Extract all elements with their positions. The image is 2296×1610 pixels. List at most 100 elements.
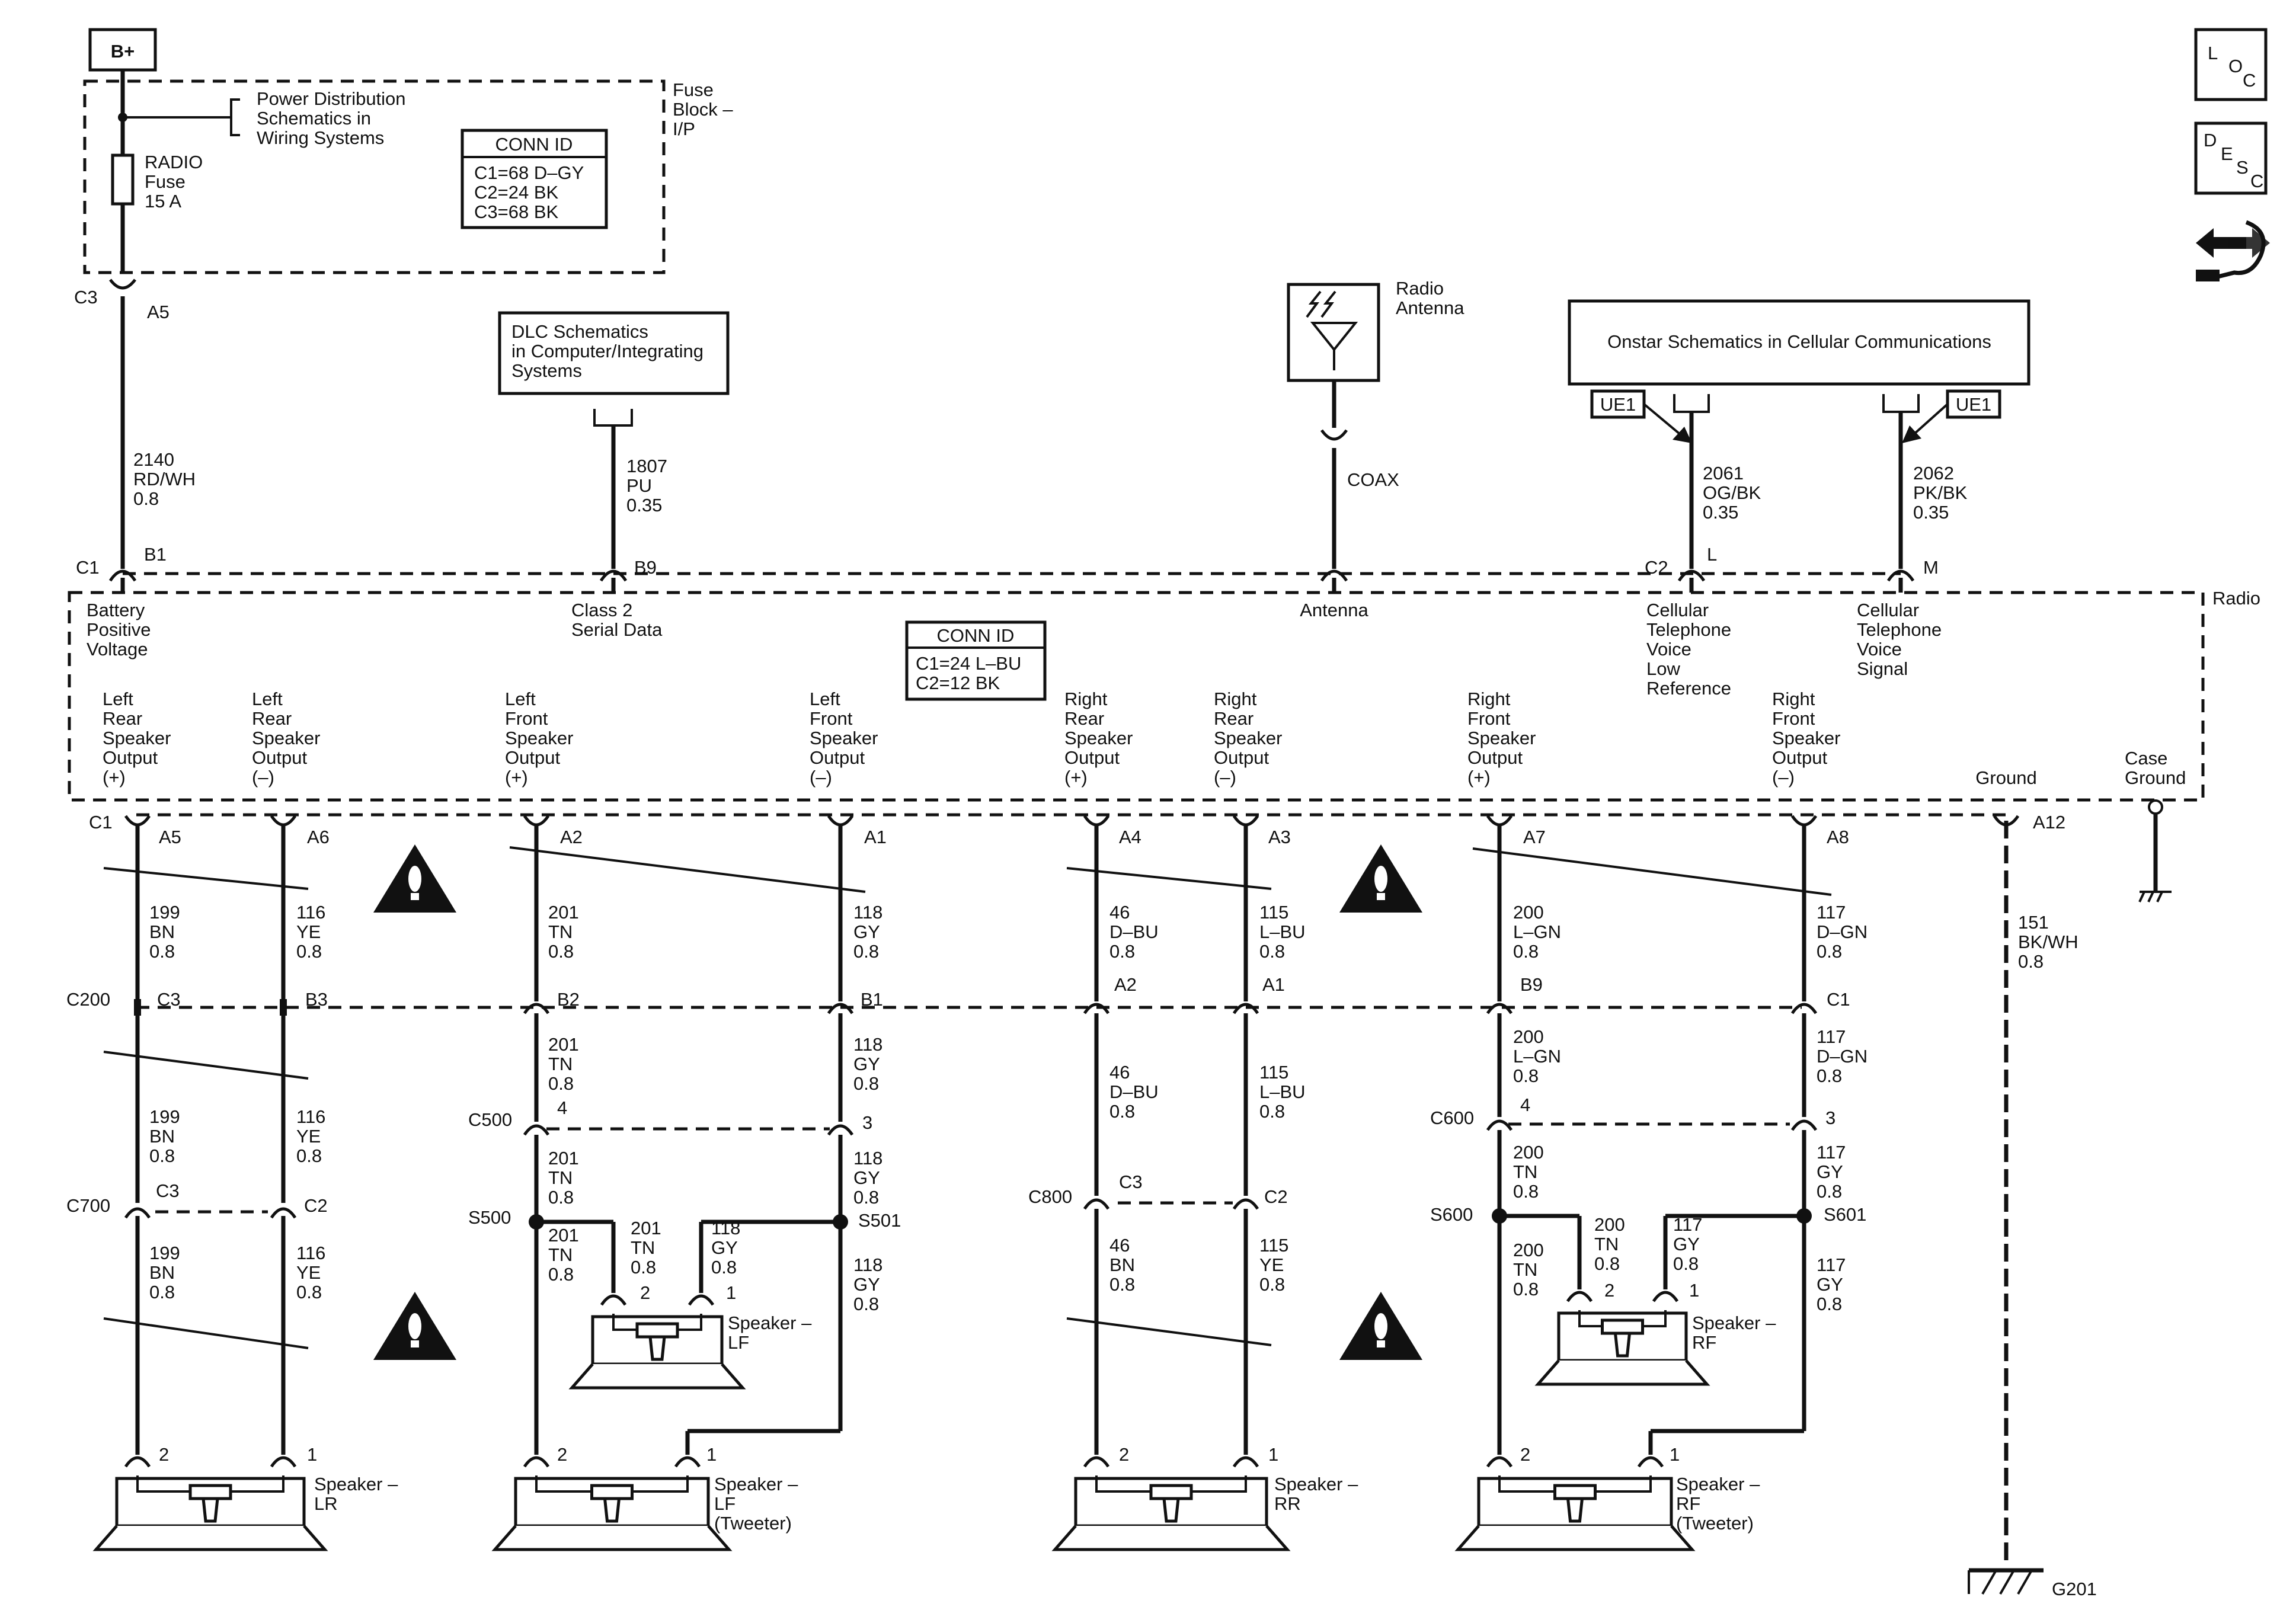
c600-pin3: 3 bbox=[1825, 1108, 1835, 1128]
splice-s600: S600 bbox=[1430, 1204, 1473, 1225]
connector-tag bbox=[124, 815, 151, 827]
speaker-pole bbox=[603, 1497, 621, 1523]
twisted-pair-mark bbox=[1066, 867, 1272, 890]
speaker-lf bbox=[568, 1314, 746, 1390]
connector-tag bbox=[270, 1207, 297, 1219]
speaker-pole bbox=[1162, 1497, 1180, 1523]
radio-conn-id bbox=[905, 620, 1047, 701]
radio-pin-b9: B9 bbox=[634, 557, 657, 578]
connector-tag bbox=[1486, 1119, 1513, 1131]
connector-tag bbox=[1652, 1291, 1679, 1302]
radio-c1-top: C1 bbox=[76, 557, 100, 578]
connector-tag bbox=[674, 1456, 701, 1468]
connector-tag bbox=[827, 1003, 854, 1014]
svg-text:E: E bbox=[2221, 143, 2233, 164]
connector-tag bbox=[523, 1003, 550, 1014]
pin-battery-positive-voltage: Battery Positive Voltage bbox=[87, 600, 156, 660]
wire-2061: 2061 OG/BK 0.35 bbox=[1703, 463, 1766, 523]
speaker-rf-label: Speaker –RF bbox=[1692, 1313, 1776, 1353]
caution-mark bbox=[408, 866, 421, 892]
fuse-block-conn-id bbox=[461, 129, 608, 229]
speaker-pole bbox=[648, 1335, 666, 1361]
connector-tag bbox=[600, 1294, 627, 1306]
desc-icon[interactable]: D E S C bbox=[2194, 121, 2268, 195]
speaker-pole bbox=[1566, 1497, 1584, 1523]
out-ground: Ground bbox=[1975, 767, 2036, 788]
caution-mark bbox=[1377, 1340, 1385, 1347]
pin-cellular-voice-signal: Cellular Telephone Voice Signal bbox=[1857, 600, 1947, 679]
speaker-magnet bbox=[635, 1322, 679, 1339]
connector-tag bbox=[827, 1124, 854, 1136]
connector-tag bbox=[1232, 1198, 1259, 1210]
speaker-cone bbox=[491, 1525, 733, 1551]
speaker-lf-label: Speaker –LF bbox=[728, 1313, 812, 1353]
radio-pin-m: M bbox=[1923, 557, 1939, 578]
c500-pin3: 3 bbox=[862, 1112, 872, 1133]
speaker-magnet bbox=[1149, 1484, 1193, 1500]
connector-tag bbox=[687, 1294, 715, 1306]
connector-tag bbox=[1232, 815, 1259, 827]
c700-pin-c3: C3 bbox=[156, 1180, 180, 1201]
svg-text:A1: A1 bbox=[1262, 974, 1285, 995]
radio-label: Radio bbox=[2212, 588, 2260, 609]
c700-pin-c2: C2 bbox=[304, 1195, 328, 1216]
svg-text:2: 2 bbox=[159, 1444, 169, 1465]
speaker-magnet bbox=[1601, 1318, 1644, 1335]
svg-text:1: 1 bbox=[726, 1282, 736, 1303]
svg-text:A4: A4 bbox=[1119, 827, 1141, 847]
svg-text:C: C bbox=[2243, 70, 2256, 91]
dlc-schematics-ref: DLC Schematics in Computer/Integrating S… bbox=[511, 321, 709, 381]
caution-mark bbox=[408, 1313, 421, 1339]
radio-bottom-pin-labels: A5 A6 A2 A1 A4 A3 A7 A8 A12 bbox=[159, 812, 2065, 847]
radio-fuse-label: RADIO Fuse 15 A bbox=[145, 152, 208, 212]
speaker-lr bbox=[92, 1475, 328, 1551]
ue1-right: UE1 bbox=[1956, 394, 1991, 415]
speaker-lf-tweeter bbox=[491, 1475, 733, 1551]
onstar-schematics-ref: Onstar Schematics in Cellular Communicat… bbox=[1607, 331, 1991, 352]
speaker-magnet bbox=[188, 1484, 232, 1500]
speaker-cone bbox=[568, 1363, 746, 1390]
speaker-rf-tweeter bbox=[1454, 1475, 1696, 1551]
connector-tag bbox=[1232, 1456, 1259, 1468]
splice-s500: S500 bbox=[468, 1207, 511, 1228]
twisted-pair-mark bbox=[509, 846, 866, 893]
loc-icon[interactable]: L O C bbox=[2194, 28, 2268, 101]
svg-text:A8: A8 bbox=[1827, 827, 1849, 847]
wire-2140: 2140 RD/WH 0.8 bbox=[133, 449, 201, 509]
connector-tag bbox=[270, 815, 297, 827]
c800-pin-c3: C3 bbox=[1119, 1172, 1143, 1192]
caution-mark bbox=[411, 1340, 419, 1347]
svg-text:A2: A2 bbox=[560, 827, 583, 847]
connector-tag bbox=[827, 815, 854, 827]
speaker-pole bbox=[202, 1497, 219, 1523]
connector-tag bbox=[124, 1207, 151, 1219]
caution-mark bbox=[411, 893, 419, 900]
speaker-lf-tweeter-label: Speaker –LF(Tweeter) bbox=[714, 1474, 798, 1534]
svg-text:D: D bbox=[2204, 130, 2217, 151]
case-ground-icon bbox=[2138, 891, 2172, 902]
g201-label: G201 bbox=[2052, 1579, 2097, 1599]
connector-end-view-icon[interactable] bbox=[2196, 220, 2270, 281]
ue1-left: UE1 bbox=[1600, 394, 1636, 415]
splice-s601: S601 bbox=[1824, 1204, 1866, 1225]
